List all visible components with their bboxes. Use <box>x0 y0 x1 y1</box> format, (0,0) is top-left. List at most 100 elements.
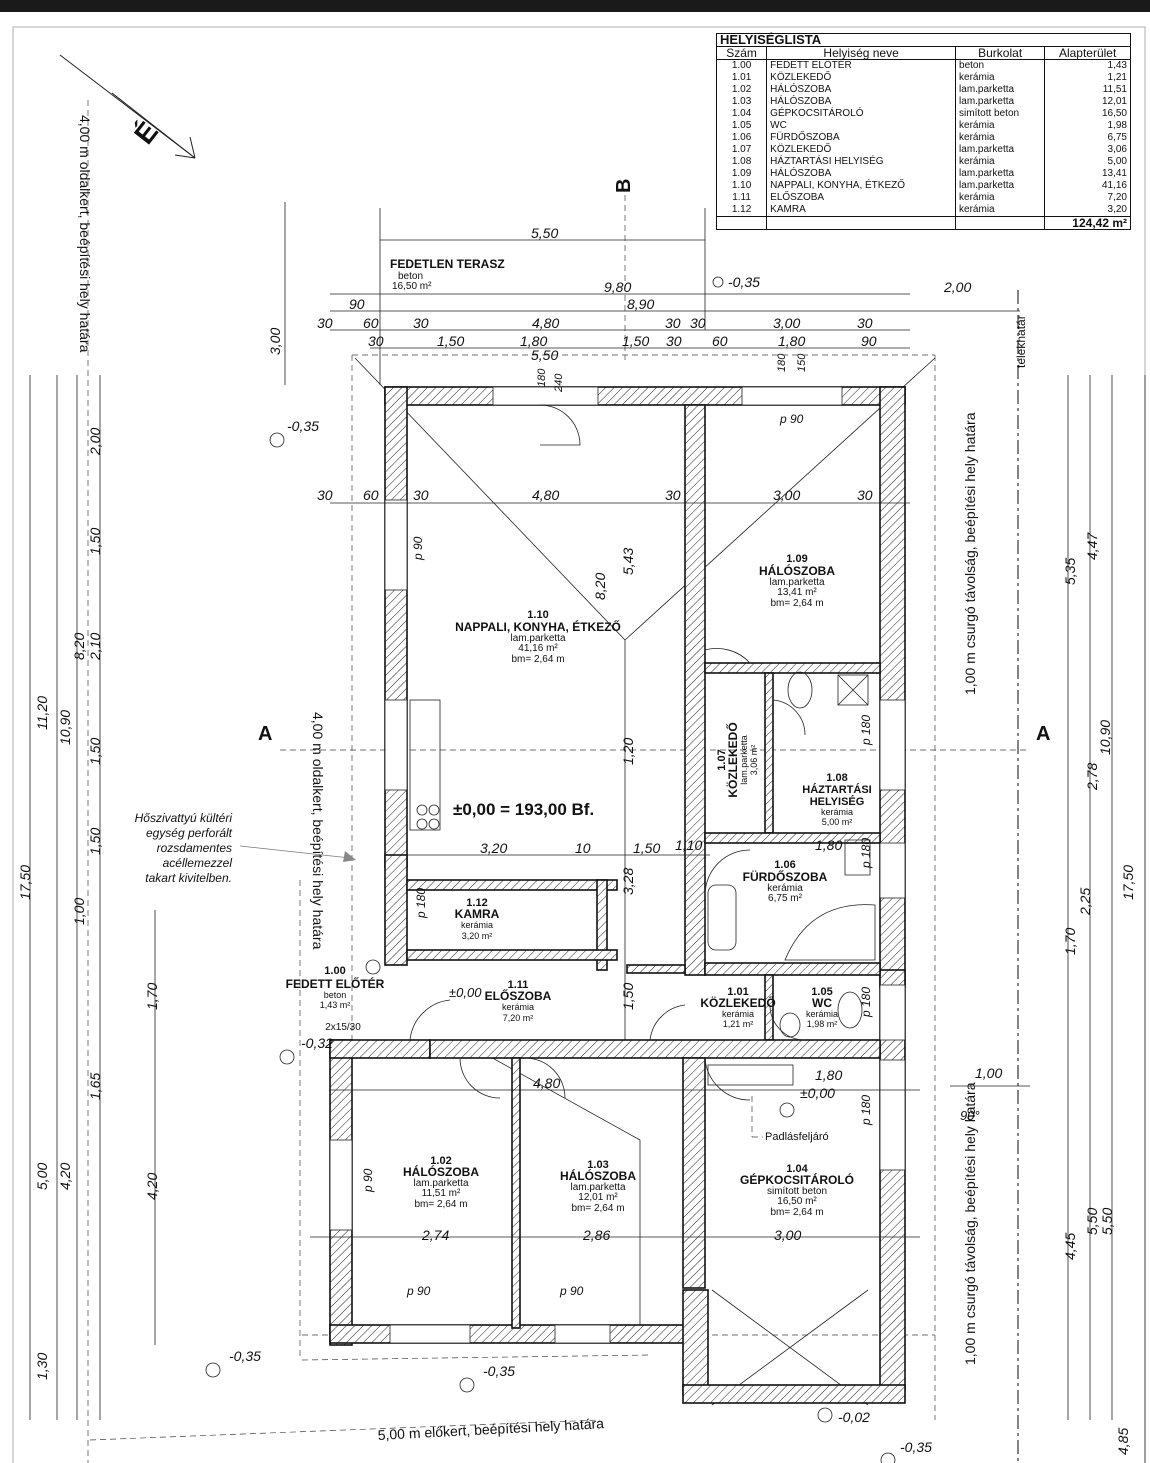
dim-label: 1,30 <box>34 1353 50 1380</box>
terrace-area: 16,50 m² <box>392 281 432 292</box>
room-number: 1.07 <box>716 749 728 770</box>
room-area-cell: 3,20 <box>1044 204 1131 217</box>
room-name-cell: HÁLÓSZOBA <box>766 84 957 96</box>
dim-label: p 180 <box>859 987 873 1018</box>
room-number-cell: 1.06 <box>715 132 768 144</box>
room-labels: 1.10 NAPPALI, KONYHA, ÉTKEZŐ lam.parkett… <box>286 553 872 1218</box>
dim-label: 5,50 <box>531 225 558 241</box>
dim-label: 30 <box>317 315 333 331</box>
room-floor: lam.parketta <box>570 1182 625 1193</box>
room-area-cell: 5,00 <box>1044 156 1131 168</box>
dim-label: 150 <box>796 353 808 372</box>
dim-label: 10,90 <box>1097 720 1113 755</box>
room-floor: lam.parketta <box>413 1178 468 1189</box>
room-area: 3,20 m² <box>462 931 493 941</box>
room-name: NAPPALI, KONYHA, ÉTKEZŐ <box>455 619 621 634</box>
room-area: 12,01 m² <box>578 1192 618 1203</box>
room-number: 1.03 <box>587 1159 608 1171</box>
room-number: 1.09 <box>786 553 807 565</box>
room-area-cell: 12,01 <box>1044 96 1131 108</box>
interior-walls <box>406 404 881 1329</box>
room-floor: kerámia <box>767 883 803 894</box>
dim-label: 1,50 <box>620 983 636 1010</box>
room-area-cell: 6,75 <box>1044 132 1131 144</box>
dim-label: 180 <box>776 353 788 372</box>
total-spacer <box>955 216 1046 230</box>
dim-label: 5,50 <box>531 347 558 363</box>
dim-label: p 180 <box>859 838 873 869</box>
room-area: 1,43 m² <box>320 1000 351 1010</box>
room-name-cell: ELŐSZOBA <box>766 192 957 204</box>
dim-label: 1,50 <box>622 333 649 349</box>
room-floor-cell: lam.parketta <box>955 144 1046 156</box>
room-number: 1.10 <box>527 609 548 621</box>
side-setback-inner-label: 4,00 m oldalkert, beépítési hely határa <box>310 712 326 950</box>
room-name-cell: HÁZTARTÁSI HELYISÉG <box>766 156 957 168</box>
column-header: Helyiség neve <box>766 46 957 60</box>
dim-label: 4,85 <box>1115 1428 1131 1455</box>
dim-label: 8,20 <box>592 573 608 600</box>
room-height: bm= 2,64 m <box>414 1199 467 1210</box>
room-list-table: HELYISÉGLISTA Szám Helyiség neve Burkola… <box>715 33 1131 230</box>
dim-label: p 180 <box>414 888 428 919</box>
room-floor-cell: kerámia <box>955 72 1046 84</box>
level-label: -0,35 <box>287 418 319 434</box>
dim-label: p 180 <box>859 1095 873 1126</box>
room-number: 1.02 <box>430 1155 451 1167</box>
dim-label: 3,00 <box>773 487 800 503</box>
room-floor-cell: kerámia <box>955 204 1046 217</box>
dim-label: 2,25 <box>1077 888 1093 916</box>
column-header: Burkolat <box>955 46 1046 60</box>
dim-label: 30 <box>690 315 706 331</box>
dim-label: 17,50 <box>17 865 33 900</box>
column-header: Alapterület <box>1044 46 1131 60</box>
room-number: 1.12 <box>466 897 487 909</box>
dim-label: 5,50 <box>1084 1208 1100 1235</box>
dim-label: 10 <box>575 840 591 856</box>
room-name-cell: HÁLÓSZOBA <box>766 96 957 108</box>
room-name-cell: FÜRDŐSZOBA <box>766 132 957 144</box>
room-number: 1.05 <box>811 986 832 998</box>
dim-label: 2,00 <box>943 279 971 295</box>
section-a-right: A <box>1036 723 1050 745</box>
dim-label: p 90 <box>411 536 425 561</box>
side-setback-label: 4,00 m oldalkert, beépítési hely határa <box>77 115 93 353</box>
dim-label: p 90 <box>406 1284 431 1298</box>
dim-label: 3,00 <box>773 315 800 331</box>
dim-label: 1,20 <box>620 738 636 765</box>
total-spacer <box>766 216 957 230</box>
dim-label: 30 <box>665 315 681 331</box>
heatpump-line: Hőszivattyú kültéri <box>135 811 233 825</box>
total-spacer <box>715 216 768 230</box>
room-name: KAMRA <box>455 907 500 921</box>
dim-label: 8,90 <box>627 296 654 312</box>
heatpump-line: takart kivitelben. <box>145 871 232 885</box>
total-area: 124,42 m² <box>1044 216 1131 230</box>
room-floor: kerámia <box>502 1002 534 1012</box>
room-area-cell: 1,43 <box>1044 59 1131 72</box>
dim-label: 1,50 <box>437 333 464 349</box>
dim-label: 4,80 <box>532 487 559 503</box>
zero-level: ±0,00 <box>449 985 482 1000</box>
room-floor-cell: beton <box>955 59 1046 72</box>
north-label: É <box>128 116 164 150</box>
level-label: ±0,00 <box>800 1085 835 1101</box>
attic-hatch-label: Padlásfeljáró <box>765 1131 829 1143</box>
dim-label: 90 <box>349 296 365 312</box>
dim-label: 9,80 <box>604 279 631 295</box>
dim-label: 4,80 <box>533 1075 560 1091</box>
dim-label: 1,50 <box>87 528 103 555</box>
room-number: 1.01 <box>727 986 748 998</box>
dim-label: 3,00 <box>267 328 283 355</box>
dim-label: 240 <box>553 373 565 393</box>
dimension-lines-left <box>29 375 156 1420</box>
dim-label: 30 <box>857 487 873 503</box>
